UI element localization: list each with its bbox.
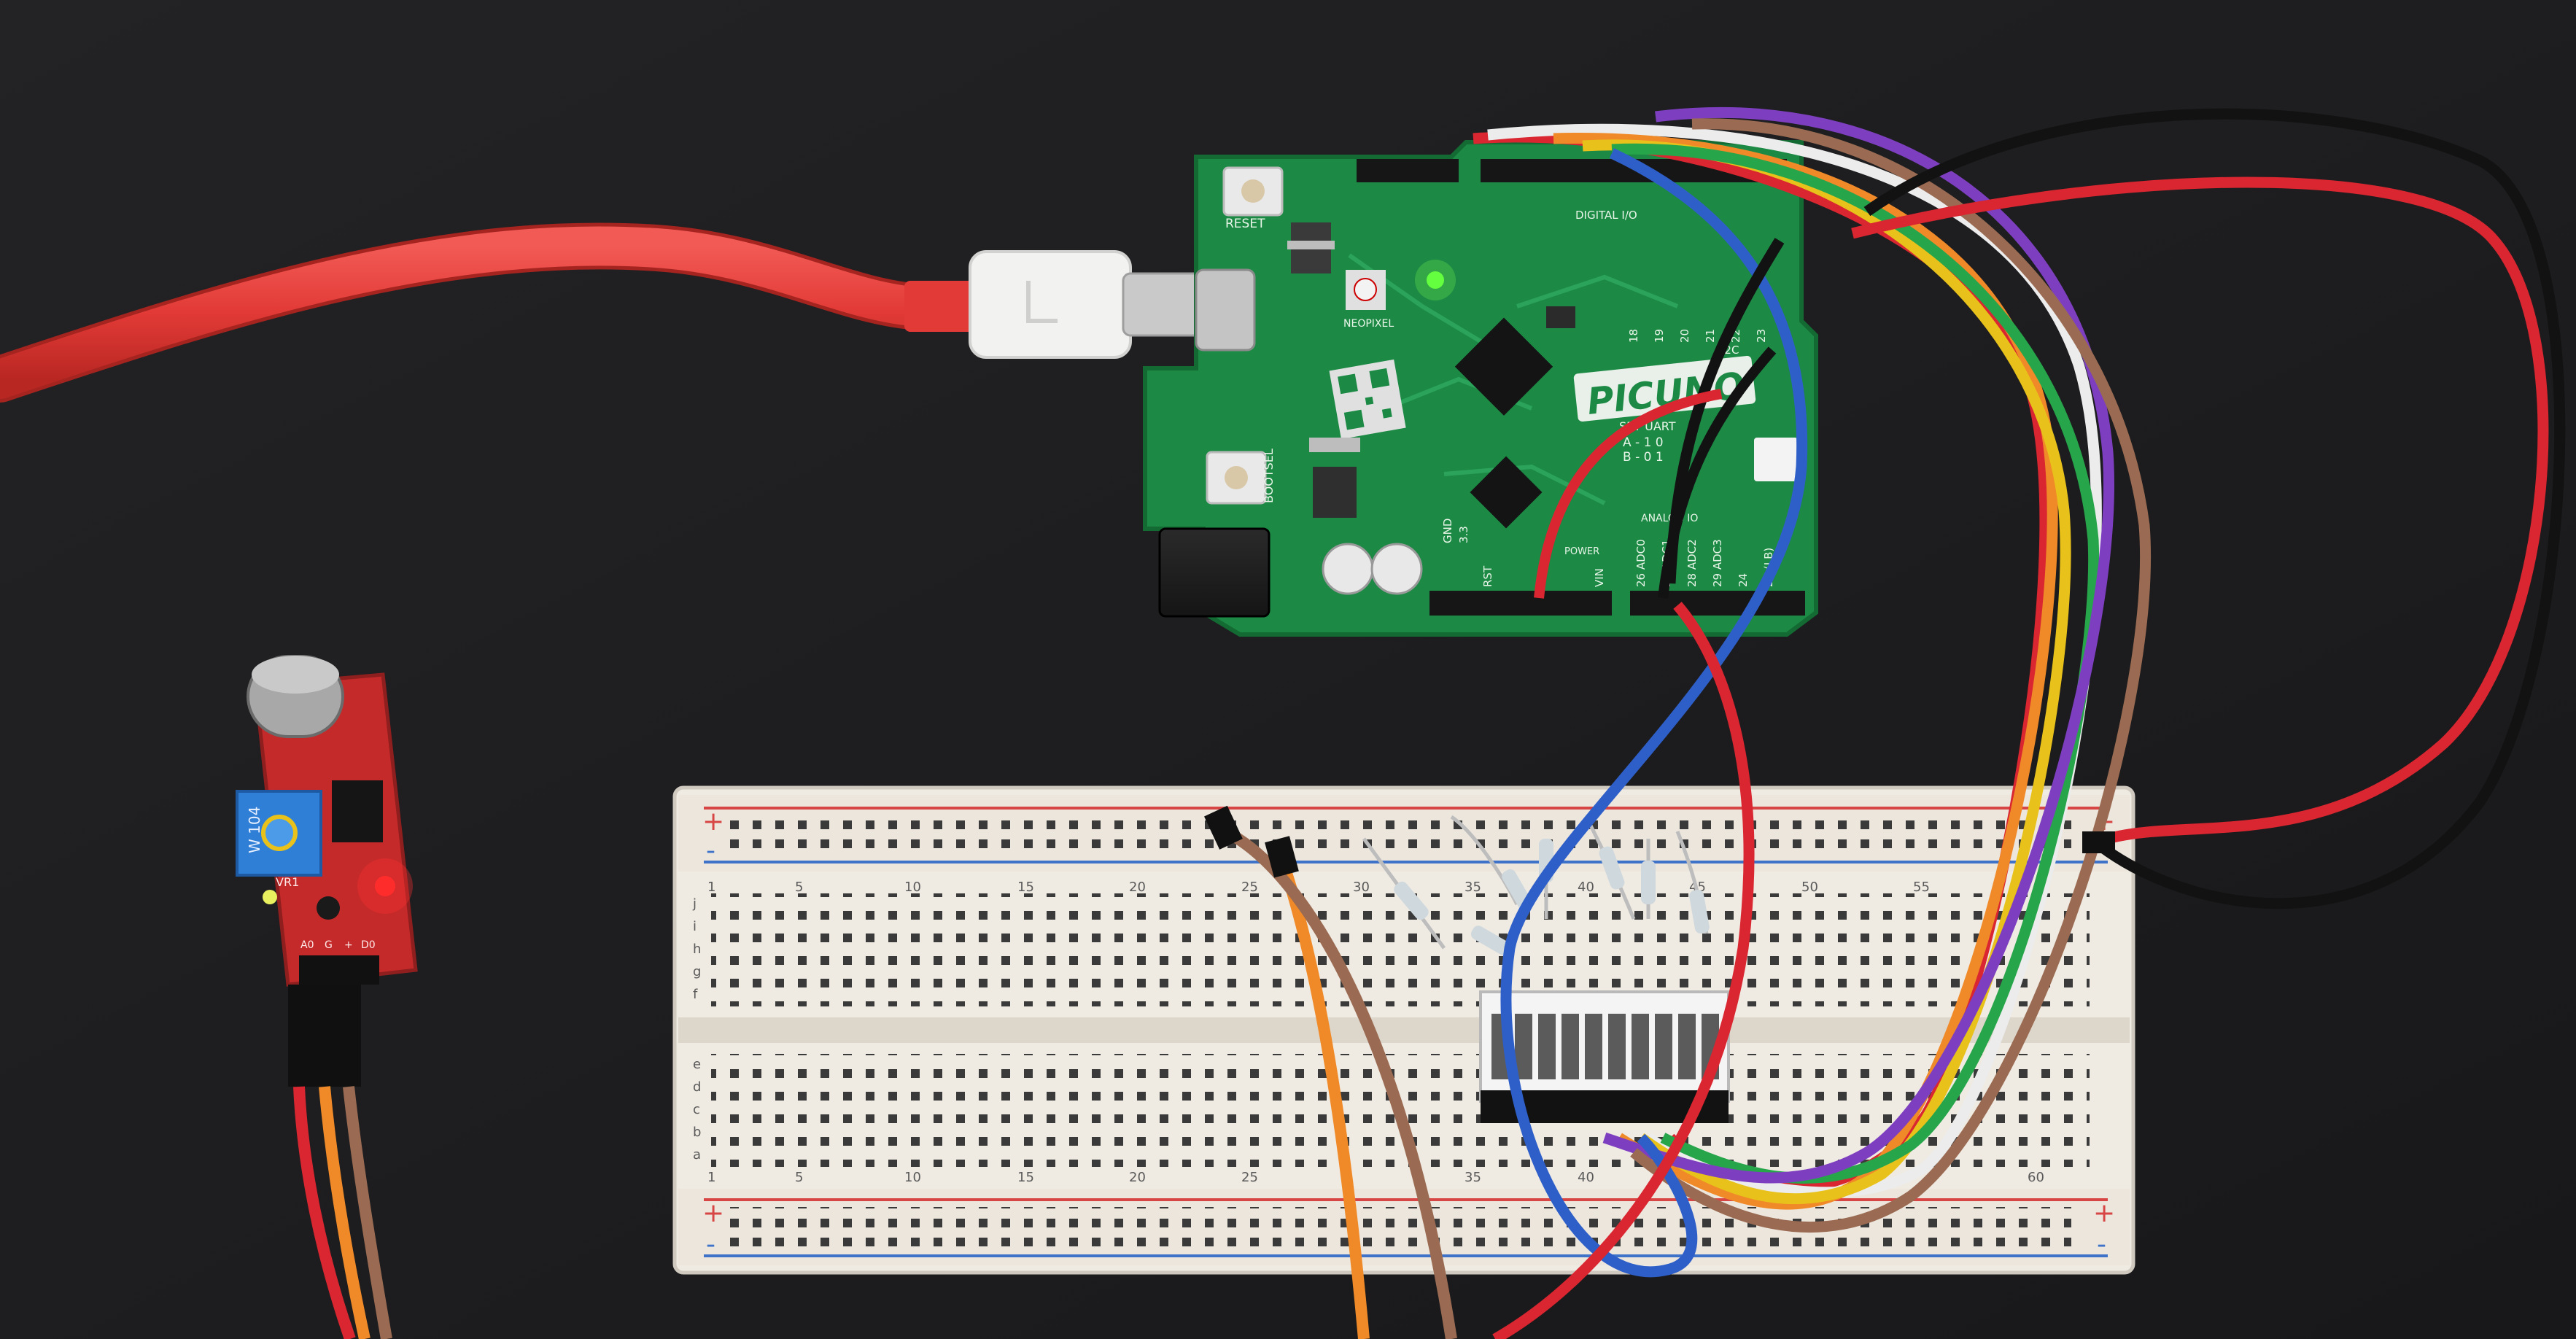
col-num-50: 50 bbox=[1801, 880, 1818, 895]
col-num-1: 1 bbox=[707, 880, 715, 895]
center-channel bbox=[678, 1017, 2130, 1043]
digital-pin-20: 20 bbox=[1678, 329, 1691, 343]
op-amp-chip bbox=[332, 780, 383, 842]
col-num-35: 35 bbox=[1464, 880, 1481, 895]
neopixel-label: NEOPIXEL bbox=[1343, 318, 1394, 330]
top-header-left bbox=[1357, 159, 1459, 182]
col-num-bottom-25: 25 bbox=[1241, 1170, 1258, 1185]
pin-label-vin: VIN bbox=[1593, 568, 1606, 587]
row-f: f bbox=[693, 987, 698, 1002]
col-num-10: 10 bbox=[904, 880, 921, 895]
row-i: i bbox=[693, 919, 697, 934]
uart-a: A - 1 0 bbox=[1623, 435, 1664, 450]
power-led-sensor bbox=[375, 876, 395, 896]
analog-io-label: ANALOG IO bbox=[1641, 513, 1698, 524]
digital-io-label: DIGITAL I/O bbox=[1575, 209, 1637, 222]
rail-minus-bottom-right: - bbox=[2097, 1230, 2106, 1260]
digital-pin-21: 21 bbox=[1704, 329, 1717, 343]
col-num-bottom-1: 1 bbox=[707, 1170, 715, 1185]
col-num-40: 40 bbox=[1578, 880, 1594, 895]
rail-plus-bottom-left: + bbox=[702, 1198, 724, 1228]
pin-label-gnd: GND bbox=[1441, 519, 1454, 543]
analog-pin-3: 29 ADC3 bbox=[1711, 539, 1724, 587]
breadboard: + - + - + - + - 1 5 10 15 20 25 30 35 40… bbox=[672, 785, 2135, 1275]
col-num-bottom-10: 10 bbox=[904, 1170, 921, 1185]
pin-label-rst: RST bbox=[1481, 565, 1494, 587]
col-num-bottom-40: 40 bbox=[1578, 1170, 1594, 1185]
wire-brown bbox=[1630, 118, 2151, 1233]
power-led bbox=[1427, 271, 1444, 289]
sensor-wire-orange bbox=[319, 1086, 371, 1339]
sound-sensor-module: W 104 VR1 A0 G + D0 bbox=[236, 655, 418, 1339]
row-c: c bbox=[693, 1102, 700, 1117]
mounting-hole bbox=[317, 896, 340, 920]
analog-pin-4: 24 bbox=[1737, 573, 1750, 587]
reset-label: RESET bbox=[1225, 217, 1265, 231]
capacitor-1 bbox=[1322, 543, 1374, 595]
col-num-bottom-35: 35 bbox=[1464, 1170, 1481, 1185]
flash-chip bbox=[1470, 456, 1543, 529]
signal-led-sensor bbox=[263, 890, 277, 904]
col-num-bottom-20: 20 bbox=[1129, 1170, 1146, 1185]
rail-minus-bottom-left: - bbox=[706, 1230, 715, 1260]
wire-blue bbox=[1500, 148, 1808, 1278]
digital-pin-19: 19 bbox=[1653, 329, 1666, 343]
power-label: POWER bbox=[1564, 546, 1599, 557]
wire-red-analog bbox=[1492, 602, 1755, 1339]
wire-red-long bbox=[1851, 176, 2549, 845]
col-num-5: 5 bbox=[795, 880, 803, 895]
potentiometer-label: W 104 bbox=[246, 807, 263, 853]
uart-b: B - 0 1 bbox=[1623, 450, 1664, 465]
row-b: b bbox=[693, 1125, 701, 1140]
rail-plus-top-left: + bbox=[702, 807, 724, 837]
sensor-pin-a0: A0 bbox=[300, 939, 314, 951]
wire-black-board bbox=[1658, 346, 1777, 599]
row-g: g bbox=[693, 964, 701, 979]
wire-yellow bbox=[1582, 139, 2071, 1205]
col-num-20: 20 bbox=[1129, 880, 1146, 895]
digital-pin-18: 18 bbox=[1627, 329, 1640, 343]
row-d: d bbox=[693, 1079, 701, 1095]
sensor-wire-brown bbox=[343, 1086, 392, 1339]
digital-pin-23: 23 bbox=[1755, 329, 1768, 343]
col-num-25: 25 bbox=[1241, 880, 1258, 895]
row-e: e bbox=[693, 1057, 701, 1072]
resistor-array bbox=[1362, 815, 1710, 956]
bootsel-label: BOOTSEL bbox=[1262, 449, 1276, 503]
sensor-wire-red bbox=[293, 1086, 356, 1339]
bottom-header-power bbox=[1429, 591, 1612, 616]
sensor-pin-d0: D0 bbox=[361, 939, 376, 951]
barrel-jack bbox=[1158, 527, 1270, 618]
header-pins bbox=[299, 955, 379, 985]
col-num-30: 30 bbox=[1353, 880, 1370, 895]
analog-pin-0: 26 ADC0 bbox=[1634, 539, 1648, 587]
sensor-pin-g: G bbox=[325, 939, 333, 951]
usb-c-port bbox=[1195, 268, 1256, 352]
analog-pin-2: 28 ADC2 bbox=[1685, 539, 1699, 587]
rail-minus-top-left: - bbox=[706, 836, 715, 866]
capacitor-2 bbox=[1370, 543, 1423, 595]
col-num-bottom-5: 5 bbox=[795, 1170, 803, 1185]
bottom-header-analog bbox=[1630, 591, 1805, 616]
row-j: j bbox=[692, 896, 697, 912]
usb-cable bbox=[0, 222, 1205, 403]
wire-red-board bbox=[1534, 389, 1723, 599]
col-num-15: 15 bbox=[1017, 880, 1034, 895]
pin-label-3v3: 3.3 bbox=[1457, 526, 1470, 543]
sensor-pin-plus: + bbox=[344, 939, 353, 951]
row-h: h bbox=[693, 942, 701, 957]
col-num-55: 55 bbox=[1913, 880, 1930, 895]
rail-plus-bottom-right: + bbox=[2093, 1198, 2115, 1228]
col-num-bottom-60: 60 bbox=[2028, 1170, 2044, 1185]
jst-connector bbox=[1754, 438, 1798, 481]
col-num-bottom-15: 15 bbox=[1017, 1170, 1034, 1185]
wire-brown-breadboard bbox=[1222, 826, 1457, 1339]
row-a: a bbox=[693, 1147, 701, 1163]
vr1-label: VR1 bbox=[276, 875, 299, 889]
